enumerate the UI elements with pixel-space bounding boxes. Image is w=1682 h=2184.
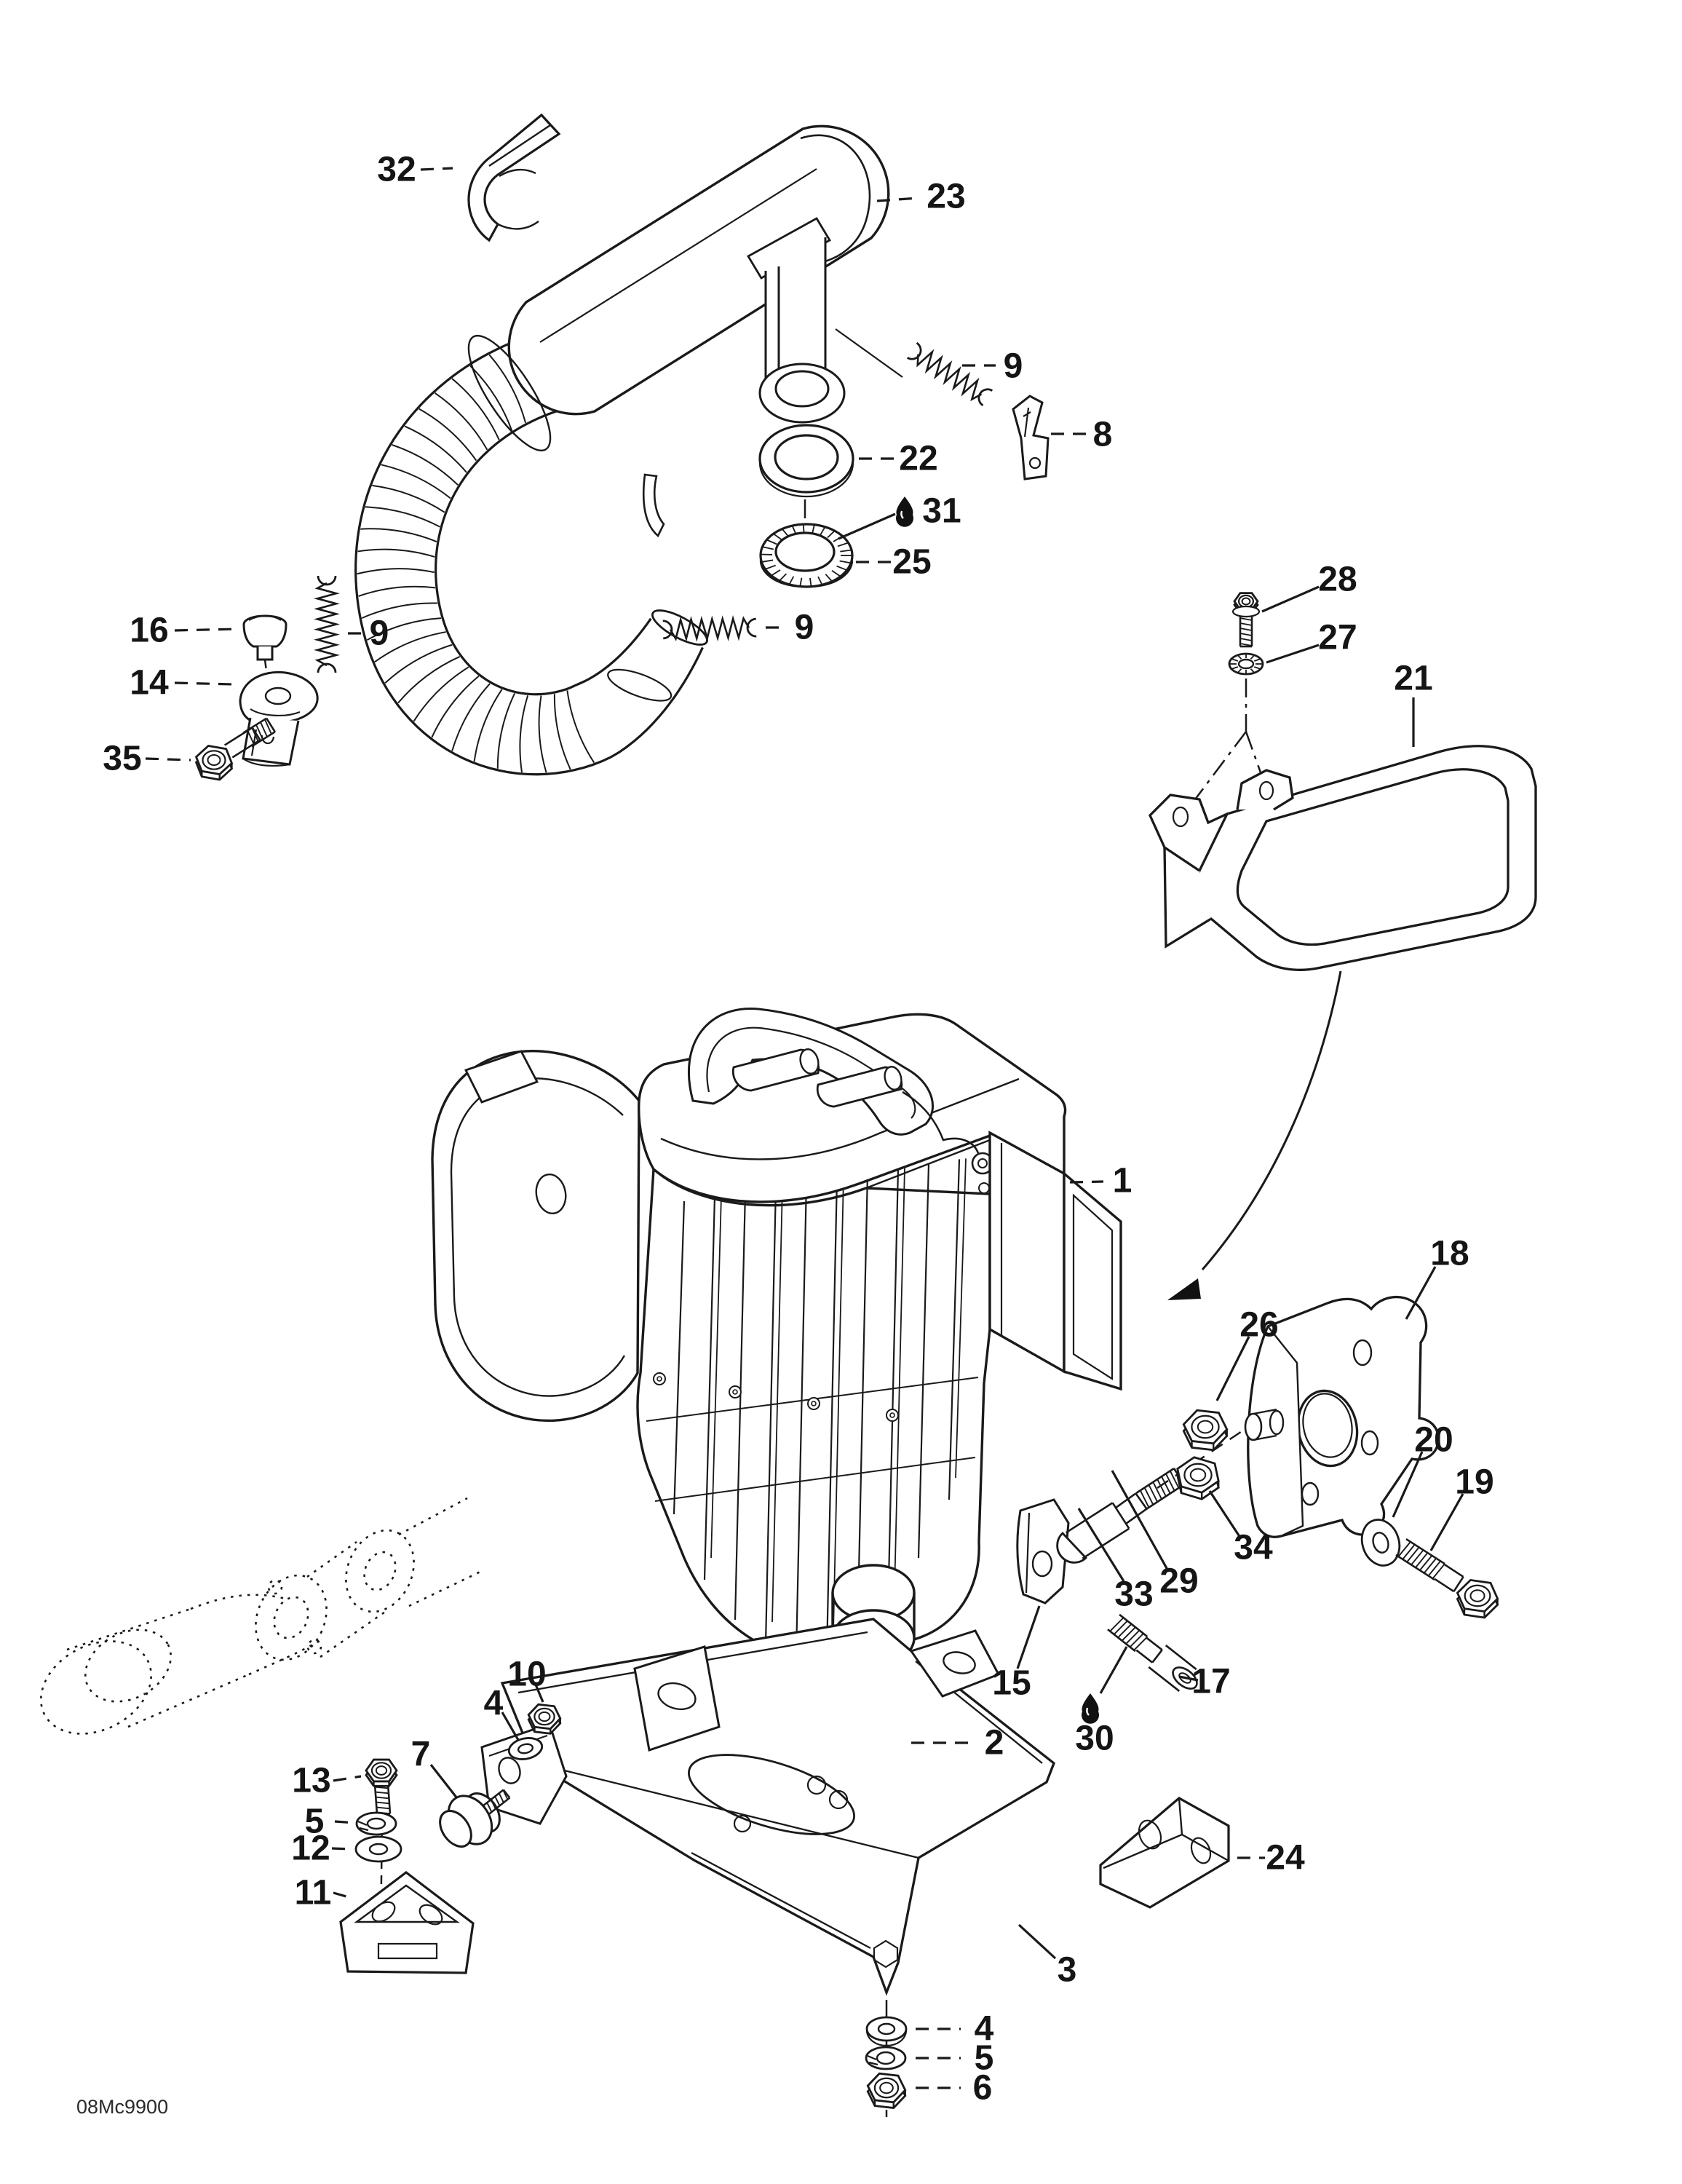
callout-leader-27-13 — [1266, 644, 1320, 664]
callout-leader-15-23 — [1016, 1605, 1041, 1669]
callout-leader-35-11 — [145, 757, 191, 761]
callout-4-27: 4 — [484, 1685, 504, 1723]
oil-drop-icon — [1081, 1693, 1099, 1724]
callout-5-31: 5 — [305, 1803, 325, 1841]
callout-35-11: 35 — [103, 740, 141, 778]
exhaust-springs-9 — [314, 341, 993, 673]
mount-tray-3 — [480, 1618, 1055, 1996]
seal-ring-25 — [759, 523, 854, 588]
intake-bracket-21 — [1149, 745, 1537, 971]
muffler-23 — [467, 124, 903, 538]
callout-26-17: 26 — [1239, 1306, 1278, 1345]
bottom-washers-and-nut — [865, 2016, 908, 2110]
callout-31-5: 31 — [922, 492, 961, 531]
callout-8-3: 8 — [1093, 416, 1113, 454]
callout-11-33: 11 — [295, 1874, 332, 1912]
callout-15-23: 15 — [992, 1664, 1031, 1703]
callout-leader-11-33 — [333, 1891, 354, 1900]
callout-25-6: 25 — [892, 543, 931, 582]
bracket-8 — [1012, 395, 1050, 480]
bolt-13-and-washers — [354, 1703, 562, 1863]
callout-19-19: 19 — [1455, 1463, 1493, 1502]
callout-16-8: 16 — [130, 612, 168, 650]
callout-20-18: 20 — [1414, 1421, 1453, 1460]
callout-leader-32-0 — [420, 167, 453, 171]
callout-33-22: 33 — [1114, 1575, 1153, 1614]
callout-7-28: 7 — [411, 1736, 431, 1774]
callout-leader-18-16 — [1405, 1266, 1437, 1320]
callout-leader-26-17 — [1215, 1336, 1250, 1401]
callout-29-21: 29 — [1159, 1562, 1198, 1601]
callout-5-37: 5 — [975, 2039, 994, 2078]
muffler-outlet-pipe — [758, 237, 846, 424]
drawing-code: 08Mc9900 — [76, 2096, 168, 2118]
callout-27-13: 27 — [1318, 619, 1357, 657]
screw-28 — [1228, 592, 1264, 676]
callout-leader-17-24 — [1178, 1675, 1199, 1682]
callout-4-36: 4 — [975, 2010, 994, 2049]
callout-28-12: 28 — [1318, 561, 1357, 599]
callout-leader-34-20 — [1208, 1490, 1242, 1538]
callout-6-38: 6 — [973, 2069, 993, 2108]
callout-leader-30-25 — [1099, 1646, 1128, 1694]
bolt-35 — [194, 717, 276, 781]
callout-22-4: 22 — [899, 440, 937, 478]
callout-leader-4-27 — [501, 1712, 520, 1741]
gasket-ring-22 — [758, 424, 854, 498]
callout-leader-31-5 — [838, 513, 896, 540]
callout-leader-29-21 — [1111, 1470, 1169, 1570]
bracket-14 — [239, 670, 319, 767]
bolt-19 — [1395, 1538, 1499, 1619]
callout-14-10: 14 — [130, 664, 169, 703]
callout-21-14: 21 — [1394, 660, 1432, 698]
install-direction-arrow — [1167, 970, 1342, 1300]
callout-leader-3-34 — [1017, 1923, 1057, 1960]
callout-leader-20-18 — [1392, 1451, 1424, 1518]
callout-leader-19-19 — [1429, 1493, 1464, 1551]
callout-1-15: 1 — [1113, 1162, 1132, 1200]
mount-plate-18 — [1244, 1295, 1440, 1538]
callout-leader-16-8 — [174, 628, 237, 632]
callout-3-34: 3 — [1058, 1951, 1077, 1990]
callout-leader-12-32 — [331, 1847, 354, 1851]
callout-30-25: 30 — [1075, 1720, 1114, 1758]
callout-34-20: 34 — [1234, 1529, 1273, 1567]
callout-leader-10-26 — [534, 1684, 544, 1703]
callout-leader-28-12 — [1261, 585, 1320, 613]
callout-leader-23-1 — [876, 197, 919, 202]
callout-17-24: 17 — [1191, 1663, 1230, 1701]
callout-9-7: 9 — [795, 609, 814, 647]
callout-10-26: 10 — [507, 1655, 546, 1694]
callout-leader-5-31 — [334, 1820, 356, 1824]
bracket-11 — [339, 1870, 475, 1974]
muffler-flex-hose — [354, 330, 708, 776]
callout-18-16: 18 — [1430, 1235, 1469, 1273]
callout-9-9: 9 — [370, 614, 389, 653]
stud-bolt-29-33 — [1056, 1468, 1186, 1564]
ghost-manifold — [39, 1497, 483, 1735]
callout-23-1: 23 — [927, 178, 965, 216]
callout-leader-33-22 — [1077, 1508, 1125, 1582]
callout-leader-14-10 — [174, 681, 234, 686]
engine-1 — [431, 1008, 1122, 1688]
callout-leader-13-30 — [333, 1775, 362, 1782]
callout-13-30: 13 — [292, 1762, 330, 1800]
callout-2-29: 2 — [985, 1724, 1004, 1762]
callout-32-0: 32 — [377, 151, 416, 189]
wedge-bracket-24 — [1099, 1797, 1230, 1909]
callout-12-32: 12 — [291, 1829, 330, 1868]
callout-24-35: 24 — [1266, 1839, 1305, 1878]
callout-9-2: 9 — [1004, 347, 1023, 386]
exhaust-clip-32 — [467, 113, 561, 242]
rubber-mount-7 — [439, 1789, 511, 1848]
cap-16 — [242, 614, 287, 661]
nuts-and-washers-right — [1176, 1409, 1401, 1567]
oil-drop-icon — [896, 496, 913, 527]
callout-leader-7-28 — [429, 1764, 459, 1799]
